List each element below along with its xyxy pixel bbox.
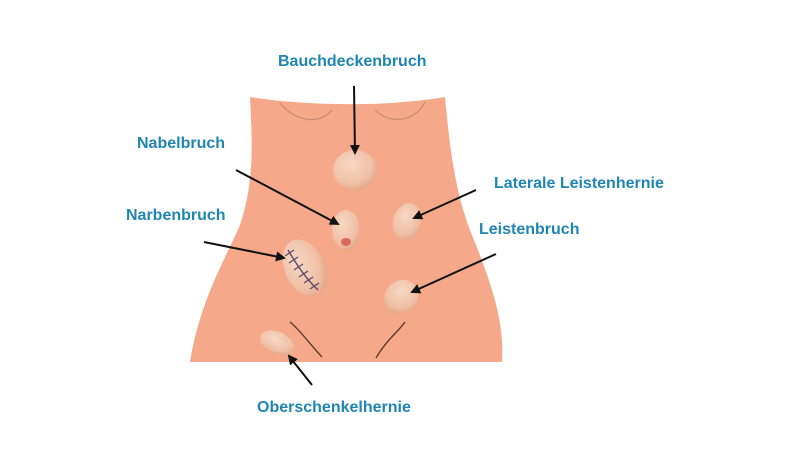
label-laterale-leistenhernie: Laterale Leistenhernie [494,175,664,192]
chest-contour-right [374,101,426,121]
label-nabelbruch: Nabelbruch [137,135,226,152]
label-narbenbruch: Narbenbruch [126,207,226,224]
label-bauchdeckenbruch: Bauchdeckenbruch [278,53,427,70]
arrow-narbenbruch [203,241,286,262]
arrow-laterale-leistenhernie [412,189,477,220]
groin-contour-left [289,321,323,358]
bulge-oberschenkel [260,330,294,356]
arrow-oberschenkelhernie [287,354,313,386]
bulge-leiste [384,279,418,315]
label-oberschenkelhernie: Oberschenkelhernie [257,399,411,416]
bulge-narben [282,239,328,297]
bulge-nabel [332,210,360,250]
label-leistenbruch: Leistenbruch [479,221,580,238]
chest-contour-left [279,102,333,121]
arrow-nabelbruch [235,169,340,225]
groin-contour-right [375,321,406,359]
bulge-bauchdecke [333,150,377,190]
arrow-bauchdeckenbruch [349,85,360,155]
navel-mark [341,238,351,246]
arrow-leistenbruch [410,253,497,294]
